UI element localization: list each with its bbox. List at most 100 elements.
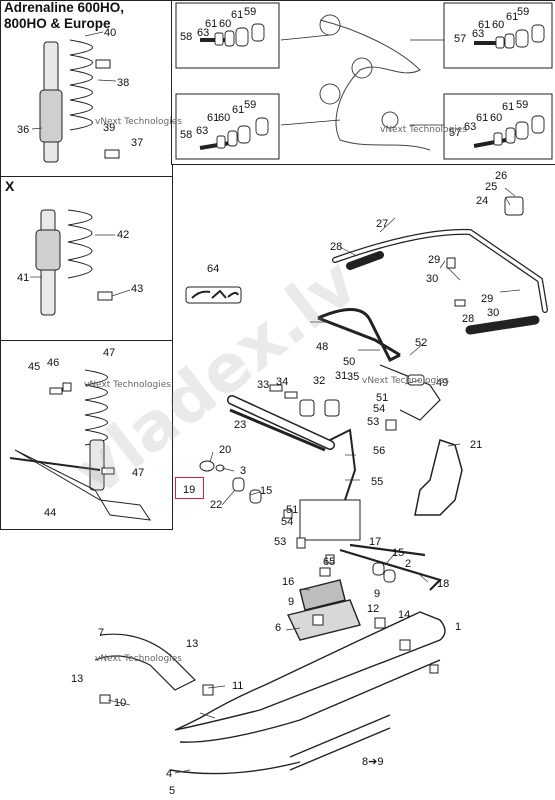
callout-p3d: 60 bbox=[218, 112, 230, 124]
callout-5: 5 bbox=[169, 785, 175, 797]
callout-7: 7 bbox=[98, 627, 104, 639]
callout-2: 2 bbox=[405, 558, 411, 570]
callout-p2a: 57 bbox=[454, 33, 466, 45]
rear-arm bbox=[14, 449, 152, 521]
callout-15a: 15 bbox=[260, 485, 272, 497]
bushing-22 bbox=[232, 477, 245, 492]
callout-36: 36 bbox=[17, 124, 29, 136]
callout-54a: 54 bbox=[373, 403, 385, 415]
callout-29a: 29 bbox=[428, 254, 440, 266]
callout-51a: 51 bbox=[376, 392, 388, 404]
callout-43: 43 bbox=[131, 283, 143, 295]
callout-14: 14 bbox=[398, 609, 410, 621]
callout-44: 44 bbox=[44, 507, 56, 519]
shock-36 bbox=[39, 39, 93, 163]
diagram-title: Adrenaline 600HO, 800HO & Europe bbox=[4, 0, 125, 31]
watermark-1: vNext Technologies bbox=[95, 117, 182, 127]
callout-9a: 9 bbox=[288, 596, 294, 608]
callout-13a: 13 bbox=[186, 638, 198, 650]
callout-19: 19 bbox=[183, 484, 195, 496]
callout-48: 48 bbox=[316, 341, 328, 353]
callout-25: 25 bbox=[485, 181, 497, 193]
bushing-set-3 bbox=[199, 117, 269, 150]
callout-p1b: 63 bbox=[197, 27, 209, 39]
callout-38: 38 bbox=[117, 77, 129, 89]
callout-1: 1 bbox=[455, 621, 461, 633]
callout-6: 6 bbox=[275, 622, 281, 634]
callout-26: 26 bbox=[495, 170, 507, 182]
callout-47a: 47 bbox=[103, 347, 115, 359]
inset-box-4 bbox=[443, 93, 553, 160]
callout-p4c: 61 bbox=[476, 112, 488, 124]
callout-42: 42 bbox=[117, 229, 129, 241]
a-arm-sketch bbox=[319, 14, 431, 151]
callout-3: 3 bbox=[240, 465, 246, 477]
callout-21: 21 bbox=[470, 439, 482, 451]
callout-p3b: 63 bbox=[196, 125, 208, 137]
callout-39: 39 bbox=[103, 122, 115, 134]
callout-28b: 28 bbox=[462, 313, 474, 325]
callout-54b: 54 bbox=[281, 516, 293, 528]
callout-52: 52 bbox=[415, 337, 427, 349]
leader-lines bbox=[30, 31, 521, 774]
callout-13b: 13 bbox=[71, 673, 83, 685]
spindle-55 bbox=[329, 428, 357, 501]
callout-p2d: 60 bbox=[492, 19, 504, 31]
callout-24: 24 bbox=[476, 195, 488, 207]
rod-28 bbox=[465, 315, 540, 335]
callout-4: 4 bbox=[166, 768, 172, 780]
callout-8: 8➔9 bbox=[362, 756, 383, 768]
callout-46: 46 bbox=[47, 357, 59, 369]
callout-53b: 53 bbox=[274, 536, 286, 548]
inset-box-1 bbox=[175, 2, 280, 69]
callout-34: 34 bbox=[276, 376, 288, 388]
callout-p3c: 61 bbox=[207, 112, 219, 124]
ski bbox=[94, 579, 446, 775]
callout-51b: 51 bbox=[286, 504, 298, 516]
rear-shock bbox=[84, 369, 108, 491]
watermark-3: vNext Technologies bbox=[84, 380, 171, 390]
decal-64 bbox=[185, 286, 242, 304]
callout-47b: 47 bbox=[132, 467, 144, 479]
callout-29b: 29 bbox=[481, 293, 493, 305]
callout-27: 27 bbox=[376, 218, 388, 230]
callout-p4e: 61 bbox=[502, 101, 514, 113]
callout-11: 11 bbox=[232, 680, 243, 692]
callout-32: 32 bbox=[313, 375, 325, 387]
callout-p1e: 61 bbox=[231, 9, 243, 21]
callout-37: 37 bbox=[131, 137, 143, 149]
callout-p2c: 61 bbox=[478, 19, 490, 31]
callout-50: 50 bbox=[343, 356, 355, 368]
callout-p3e: 61 bbox=[232, 104, 244, 116]
callout-53a: 53 bbox=[367, 416, 379, 428]
bracket-21 bbox=[414, 439, 463, 516]
callout-45: 45 bbox=[28, 361, 40, 373]
callout-40: 40 bbox=[104, 27, 116, 39]
callout-9b: 9 bbox=[374, 588, 380, 600]
variant-x-label: X bbox=[5, 178, 15, 194]
bushing-set-2 bbox=[474, 24, 545, 49]
highlight-box-19[interactable] bbox=[175, 477, 204, 499]
callout-p2e: 61 bbox=[506, 11, 518, 23]
callout-16: 16 bbox=[282, 576, 294, 588]
callout-55: 55 bbox=[371, 476, 383, 488]
inset-box-3 bbox=[175, 93, 280, 160]
callout-p4b: 63 bbox=[464, 121, 476, 133]
callout-23: 23 bbox=[234, 419, 246, 431]
callout-p1a: 58 bbox=[180, 31, 192, 43]
shaft-18 bbox=[339, 543, 443, 591]
callout-28a: 28 bbox=[330, 241, 342, 253]
shock-41 bbox=[35, 209, 93, 316]
callout-65: 65 bbox=[323, 556, 335, 568]
callout-p1d: 60 bbox=[219, 18, 231, 30]
watermark-2: vNext Technologies bbox=[380, 125, 467, 135]
callout-p3a: 58 bbox=[180, 129, 192, 141]
callout-p4d: 60 bbox=[490, 112, 502, 124]
callout-41: 41 bbox=[17, 272, 29, 284]
callout-15b: 15 bbox=[392, 547, 404, 559]
inset-box-2 bbox=[443, 2, 553, 69]
bushing-set-1 bbox=[200, 23, 265, 47]
callout-12: 12 bbox=[367, 603, 379, 615]
